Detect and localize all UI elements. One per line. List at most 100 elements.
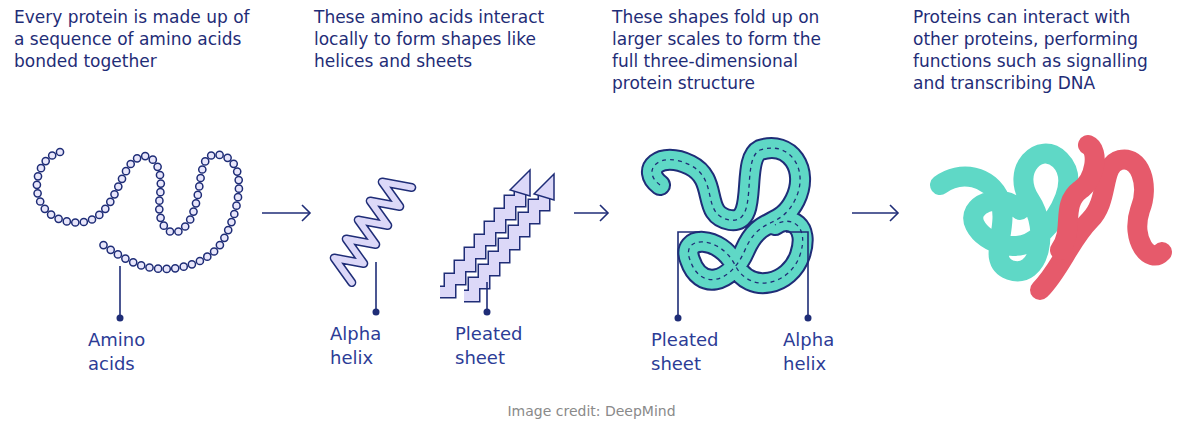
amino-acid-bead bbox=[102, 205, 109, 212]
chain-path bbox=[37, 152, 239, 269]
amino-acid-bead bbox=[100, 242, 107, 249]
amino-acid-bead bbox=[149, 156, 156, 163]
leader-dot bbox=[373, 309, 380, 316]
part-label: Amino acids bbox=[88, 328, 166, 376]
leader-line bbox=[678, 232, 700, 316]
flow-arrow bbox=[262, 205, 310, 221]
amino-acid-bead bbox=[188, 261, 195, 268]
amino-acid-bead bbox=[180, 263, 187, 270]
amino-acid-bead bbox=[42, 158, 49, 165]
amino-acid-bead bbox=[157, 189, 164, 196]
amino-acid-bead bbox=[234, 168, 241, 175]
amino-acid-bead bbox=[37, 165, 44, 172]
amino-acid-bead bbox=[107, 246, 114, 253]
amino-acid-bead bbox=[114, 251, 121, 258]
leader-line bbox=[486, 282, 488, 310]
amino-acid-bead bbox=[127, 160, 134, 167]
leader-dot bbox=[675, 315, 682, 322]
protein-complex bbox=[940, 145, 1162, 290]
leader-dot bbox=[117, 315, 124, 322]
amino-acid-bead bbox=[130, 259, 137, 266]
flow-arrow bbox=[852, 205, 898, 221]
amino-acid-bead bbox=[221, 234, 228, 241]
amino-acid-bead bbox=[216, 151, 223, 158]
leader-line bbox=[786, 232, 808, 316]
part-label: Alpha helix bbox=[330, 322, 402, 370]
amino-acid-bead bbox=[118, 175, 125, 182]
amino-acid-bead bbox=[33, 181, 40, 188]
arrow-shaft bbox=[574, 212, 608, 214]
amino-acid-bead bbox=[63, 218, 70, 225]
amino-acid-bead bbox=[157, 180, 164, 187]
amino-acid-bead bbox=[142, 153, 149, 160]
amino-acid-bead bbox=[234, 194, 241, 201]
arrow-head bbox=[600, 205, 608, 221]
amino-acid-bead bbox=[197, 174, 204, 181]
amino-acid-bead bbox=[199, 166, 206, 173]
amino-acid-bead bbox=[235, 177, 242, 184]
arrow-head bbox=[890, 205, 898, 221]
leader-line bbox=[375, 262, 377, 310]
amino-acid-bead bbox=[134, 155, 141, 162]
amino-acid-bead bbox=[72, 219, 79, 226]
amino-acid-bead bbox=[216, 242, 223, 249]
amino-acid-bead bbox=[228, 219, 235, 226]
amino-acid-bead bbox=[49, 152, 56, 159]
amino-acid-bead bbox=[235, 185, 242, 192]
amino-acid-bead bbox=[156, 171, 163, 178]
amino-acid-bead bbox=[225, 227, 232, 234]
amino-acid-bead bbox=[204, 253, 211, 260]
amino-acid-bead bbox=[96, 211, 103, 218]
amino-acid-bead bbox=[122, 168, 129, 175]
folded-protein bbox=[652, 148, 803, 283]
stage-heading: Proteins can interact with other protein… bbox=[913, 6, 1174, 94]
pleated-sheet bbox=[440, 170, 554, 296]
leader-dot bbox=[805, 315, 812, 322]
amino-acid-bead bbox=[37, 198, 44, 205]
amino-acid-bead bbox=[48, 211, 55, 218]
amino-acid-chain bbox=[33, 148, 242, 272]
amino-acid-bead bbox=[138, 262, 145, 269]
amino-acid-bead bbox=[122, 255, 129, 262]
amino-acid-bead bbox=[56, 148, 63, 155]
amino-acid-bead bbox=[187, 216, 194, 223]
amino-acid-bead bbox=[154, 163, 161, 170]
stage-column: Proteins can interact with other protein… bbox=[902, 6, 1174, 296]
part-label: Pleated sheet bbox=[651, 328, 735, 376]
amino-acid-bead bbox=[155, 265, 162, 272]
amino-acid-bead bbox=[55, 215, 62, 222]
amino-acid-bead bbox=[190, 208, 197, 215]
amino-acid-bead bbox=[182, 223, 189, 230]
arrow-shaft bbox=[852, 212, 898, 214]
amino-acid-bead bbox=[208, 152, 215, 159]
leader-line bbox=[119, 266, 121, 316]
part-label: Pleated sheet bbox=[455, 322, 539, 370]
stage-heading: These amino acids interact locally to fo… bbox=[314, 6, 570, 72]
amino-acid-bead bbox=[88, 216, 95, 223]
stage-heading: These shapes fold up on larger scales to… bbox=[612, 6, 848, 94]
amino-acid-bead bbox=[231, 210, 238, 217]
part-label: Alpha helix bbox=[783, 328, 855, 376]
amino-acid-bead bbox=[211, 248, 218, 255]
amino-acid-bead bbox=[111, 191, 118, 198]
amino-acid-bead bbox=[107, 198, 114, 205]
amino-acid-bead bbox=[172, 265, 179, 272]
stage-column: These shapes fold up on larger scales to… bbox=[612, 6, 848, 296]
amino-acid-bead bbox=[175, 228, 182, 235]
amino-acid-bead bbox=[224, 154, 231, 161]
amino-acid-bead bbox=[156, 197, 163, 204]
amino-acid-bead bbox=[34, 190, 41, 197]
leader-dot bbox=[484, 309, 491, 316]
amino-acid-bead bbox=[192, 200, 199, 207]
stage-column: Every protein is made up of a sequence o… bbox=[14, 6, 258, 296]
amino-acid-bead bbox=[233, 202, 240, 209]
amino-acid-bead bbox=[166, 228, 173, 235]
amino-acid-bead bbox=[230, 160, 237, 167]
amino-acid-bead bbox=[163, 265, 170, 272]
amino-acid-bead bbox=[80, 218, 87, 225]
stage-column: These amino acids interact locally to fo… bbox=[314, 6, 570, 296]
amino-acid-bead bbox=[160, 222, 167, 229]
arrow-shaft bbox=[262, 212, 310, 214]
amino-acid-bead bbox=[156, 206, 163, 213]
